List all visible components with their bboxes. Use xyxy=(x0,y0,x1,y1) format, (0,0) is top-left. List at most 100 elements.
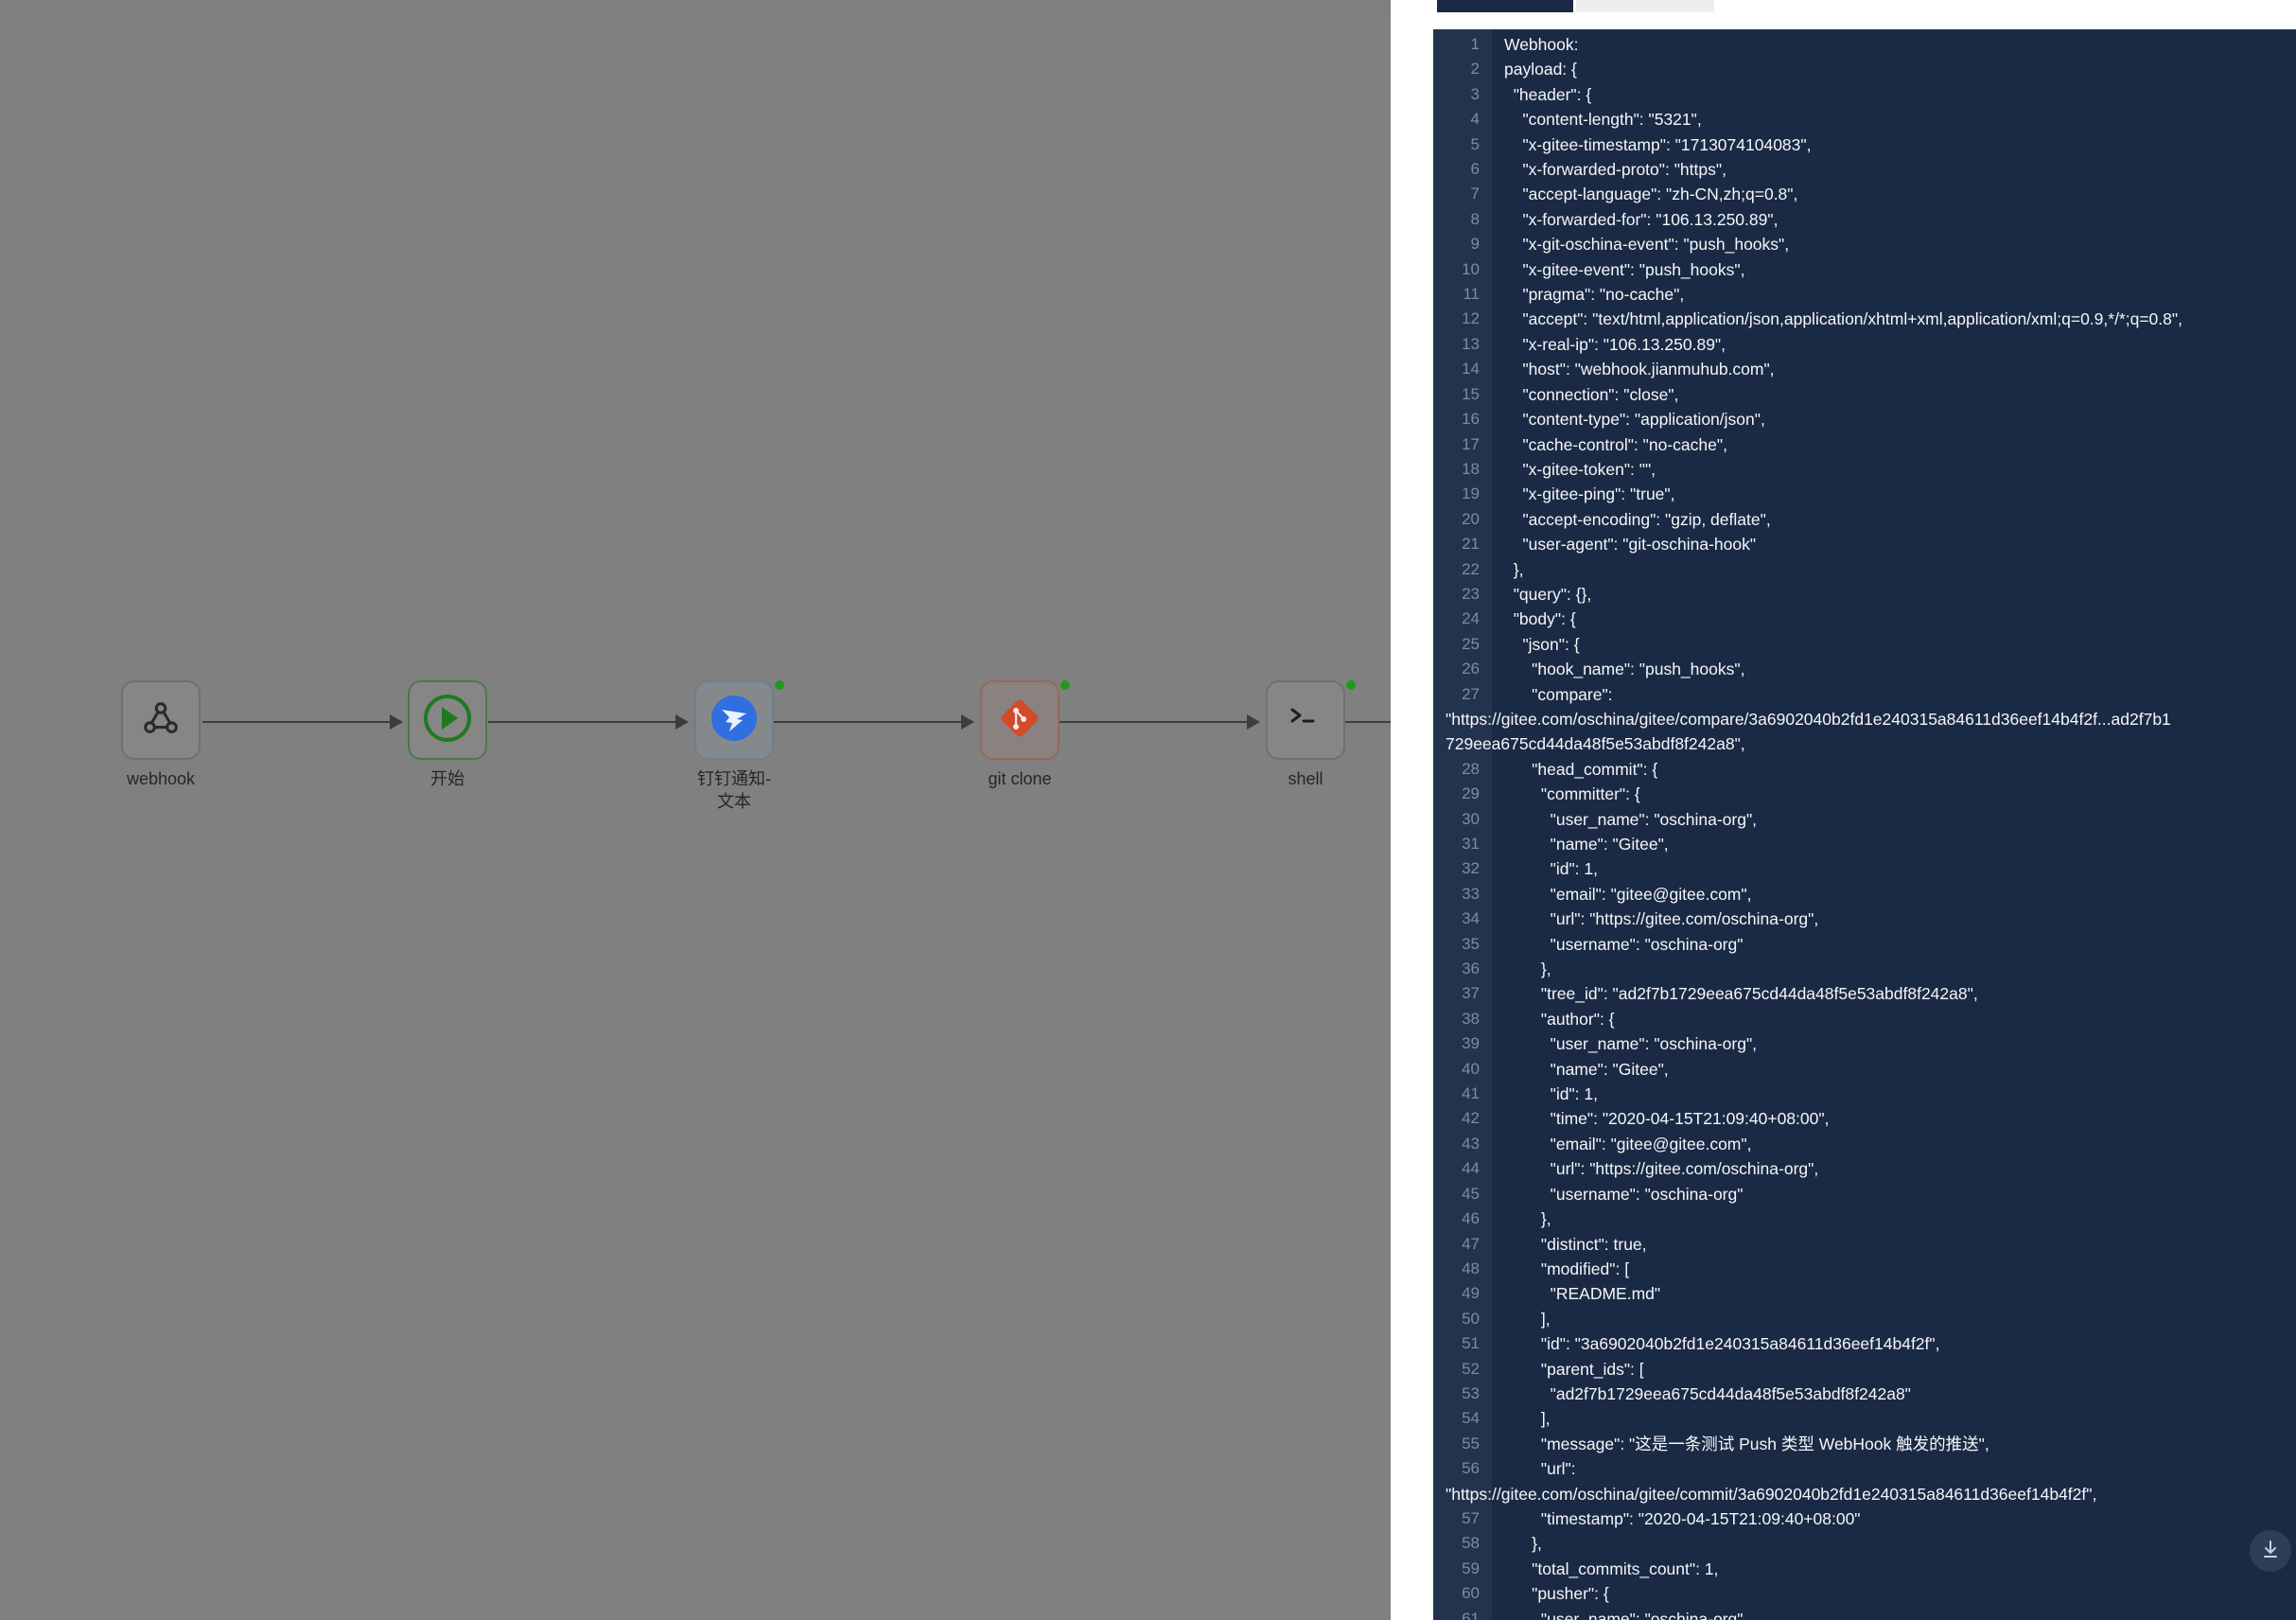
line-text: "time": "2020-04-15T21:09:40+08:00", xyxy=(1504,1109,1830,1129)
log-line: 28 "head_commit": { xyxy=(1433,757,2296,782)
line-text: "email": "gitee@gitee.com", xyxy=(1504,1134,1752,1153)
line-number: 24 xyxy=(1462,609,1480,628)
log-line: 17 "cache-control": "no-cache", xyxy=(1433,432,2296,457)
node-shell-box[interactable] xyxy=(1266,680,1345,760)
log-line: 58 }, xyxy=(1433,1531,2296,1556)
line-text: "timestamp": "2020-04-15T21:09:40+08:00" xyxy=(1504,1508,1861,1528)
log-line: 44 "url": "https://gitee.com/oschina-org… xyxy=(1433,1156,2296,1181)
line-text: "accept": "text/html,application/json,ap… xyxy=(1504,309,2182,329)
line-text: "user-agent": "git-oschina-hook" xyxy=(1504,535,1757,555)
log-line: 19 "x-gitee-ping": "true", xyxy=(1433,482,2296,506)
log-line: "https://gitee.com/oschina/gitee/commit/… xyxy=(1433,1482,2296,1506)
line-number: 56 xyxy=(1462,1459,1480,1478)
log-line: 729eea675cd44da48f5e53abdf8f242a8", xyxy=(1433,731,2296,756)
line-number: 44 xyxy=(1462,1159,1480,1178)
line-number: 21 xyxy=(1462,535,1480,554)
line-number: 33 xyxy=(1462,884,1480,903)
node-dingtalk-box[interactable] xyxy=(694,680,774,760)
workflow-canvas[interactable]: webhook 开始 钉钉通知- 文本 xyxy=(0,0,1391,1620)
line-text: "x-gitee-ping": "true", xyxy=(1504,484,1675,504)
line-number: 13 xyxy=(1462,334,1480,353)
tab-log[interactable] xyxy=(1437,0,1573,12)
line-number: 28 xyxy=(1462,759,1480,778)
line-number: 7 xyxy=(1470,185,1480,203)
node-start[interactable]: 开始 xyxy=(405,680,490,790)
line-number: 31 xyxy=(1462,835,1480,853)
log-line: 8 "x-forwarded-for": "106.13.250.89", xyxy=(1433,207,2296,232)
log-line: 39 "user_name": "oschina-org", xyxy=(1433,1031,2296,1056)
log-line: 52 "parent_ids": [ xyxy=(1433,1357,2296,1382)
line-number: 36 xyxy=(1462,960,1480,978)
scroll-to-bottom-button[interactable] xyxy=(2250,1530,2291,1572)
log-line: 45 "username": "oschina-org" xyxy=(1433,1182,2296,1206)
node-start-box[interactable] xyxy=(408,680,487,760)
line-text: "name": "Gitee", xyxy=(1504,1059,1669,1079)
node-dingtalk[interactable]: 钉钉通知- 文本 xyxy=(692,680,784,813)
line-text: "README.md" xyxy=(1504,1284,1661,1304)
node-git-clone-box[interactable] xyxy=(980,680,1060,760)
node-webhook-box[interactable] xyxy=(121,680,201,760)
line-number: 45 xyxy=(1462,1184,1480,1203)
log-line: 50 ], xyxy=(1433,1307,2296,1331)
line-text: "message": "这是一条测试 Push 类型 WebHook 触发的推送… xyxy=(1504,1434,1989,1453)
node-webhook[interactable]: webhook xyxy=(118,680,203,790)
tab-params[interactable] xyxy=(1576,0,1714,12)
status-success-dot xyxy=(775,680,784,690)
arrow-icon xyxy=(1247,714,1260,730)
line-number: 12 xyxy=(1462,309,1480,328)
line-number: 59 xyxy=(1462,1558,1480,1577)
log-line: 10 "x-gitee-event": "push_hooks", xyxy=(1433,257,2296,282)
line-text: "host": "webhook.jianmuhub.com", xyxy=(1504,360,1775,379)
log-line: 48 "modified": [ xyxy=(1433,1257,2296,1281)
log-line: 9 "x-git-oschina-event": "push_hooks", xyxy=(1433,232,2296,256)
log-line: 15 "connection": "close", xyxy=(1433,382,2296,407)
line-text: "x-gitee-event": "push_hooks", xyxy=(1504,259,1745,279)
arrow-icon xyxy=(675,714,689,730)
node-shell[interactable]: shell xyxy=(1263,680,1356,790)
line-number: 8 xyxy=(1470,209,1480,228)
log-line: 30 "user_name": "oschina-org", xyxy=(1433,807,2296,832)
line-number: 4 xyxy=(1470,110,1480,129)
line-text: "body": { xyxy=(1504,609,1576,629)
log-line: 49 "README.md" xyxy=(1433,1281,2296,1306)
arrow-icon xyxy=(390,714,403,730)
line-number: 61 xyxy=(1462,1609,1480,1620)
log-line: 22 }, xyxy=(1433,557,2296,582)
line-text: "id": "3a6902040b2fd1e240315a84611d36eef… xyxy=(1504,1334,1940,1354)
node-git-clone[interactable]: git clone xyxy=(977,680,1070,790)
line-number: 48 xyxy=(1462,1259,1480,1277)
edge-gitclone-shell xyxy=(1060,721,1249,723)
edge-webhook-start xyxy=(202,721,392,723)
git-icon xyxy=(996,695,1043,747)
log-line: 25 "json": { xyxy=(1433,632,2296,657)
line-text: "ad2f7b1729eea675cd44da48f5e53abdf8f242a… xyxy=(1504,1383,1911,1403)
line-number: 16 xyxy=(1462,410,1480,429)
line-number: 38 xyxy=(1462,1009,1480,1028)
line-number: 26 xyxy=(1462,660,1480,678)
line-number: 37 xyxy=(1462,984,1480,1003)
line-number: 54 xyxy=(1462,1409,1480,1428)
line-text: "https://gitee.com/oschina/gitee/commit/… xyxy=(1446,1484,2097,1504)
line-text: "x-forwarded-for": "106.13.250.89", xyxy=(1504,209,1779,229)
log-line: 61 "user_name": "oschina-org", xyxy=(1433,1607,2296,1620)
line-text: "pusher": { xyxy=(1504,1584,1609,1604)
line-number: 50 xyxy=(1462,1309,1480,1328)
play-icon xyxy=(422,693,473,748)
log-line: 13 "x-real-ip": "106.13.250.89", xyxy=(1433,332,2296,357)
line-number: 20 xyxy=(1462,509,1480,528)
log-line: 5 "x-gitee-timestamp": "1713074104083", xyxy=(1433,132,2296,157)
line-number: 5 xyxy=(1470,134,1480,153)
log-line: 6 "x-forwarded-proto": "https", xyxy=(1433,157,2296,182)
node-label: 钉钉通知- 文本 xyxy=(697,769,771,811)
line-number: 39 xyxy=(1462,1034,1480,1053)
log-line: 51 "id": "3a6902040b2fd1e240315a84611d36… xyxy=(1433,1331,2296,1356)
line-text: "modified": [ xyxy=(1504,1259,1630,1278)
line-text: "content-length": "5321", xyxy=(1504,110,1702,130)
line-text: "email": "gitee@gitee.com", xyxy=(1504,884,1752,904)
line-text: }, xyxy=(1504,559,1524,579)
line-number: 42 xyxy=(1462,1109,1480,1128)
log-line: 57 "timestamp": "2020-04-15T21:09:40+08:… xyxy=(1433,1506,2296,1531)
